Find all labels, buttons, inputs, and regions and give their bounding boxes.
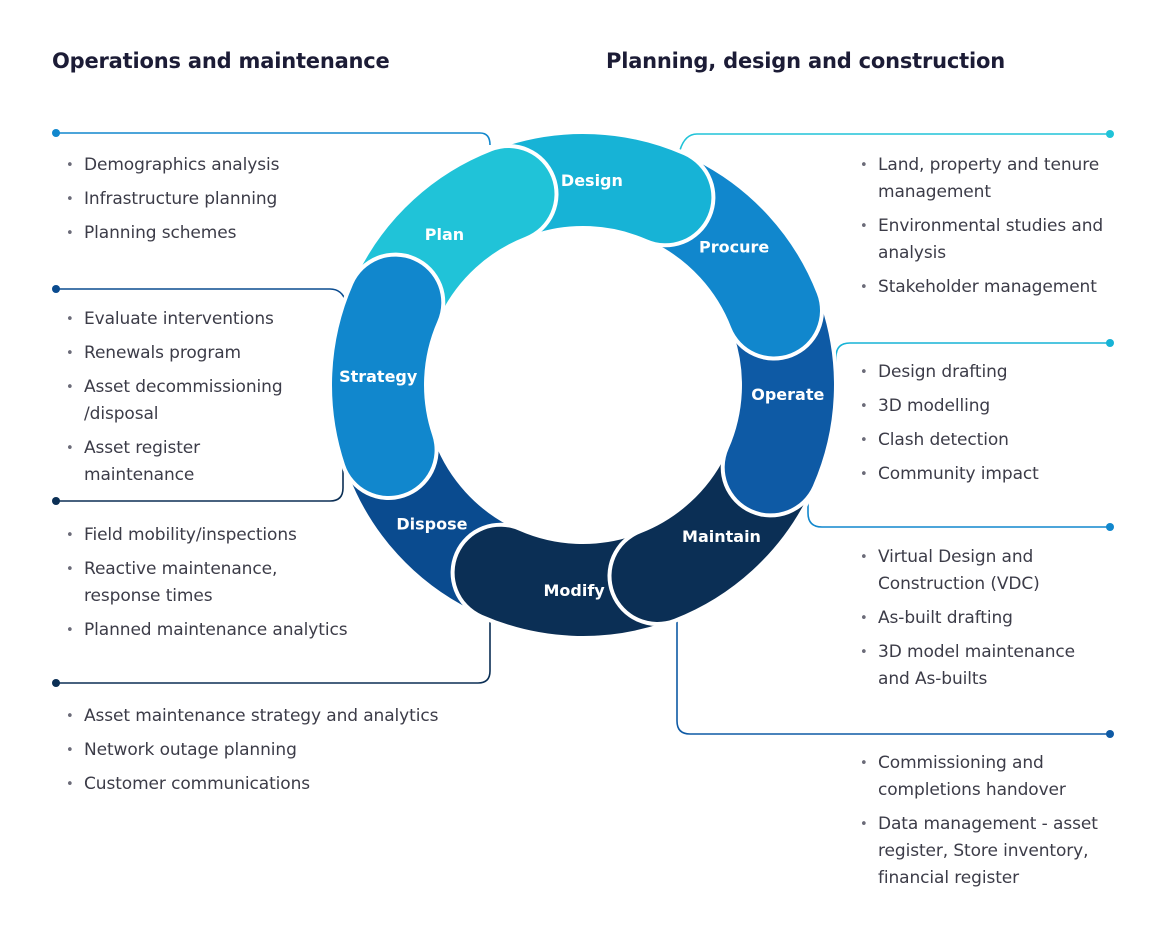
list-item: Stakeholder management	[860, 274, 1122, 301]
list-item: As-built drafting	[860, 605, 1100, 632]
connector-procure	[807, 486, 1110, 528]
segment-label-plan: Plan	[425, 225, 464, 244]
list-item: Environmental studies and analysis	[860, 213, 1122, 267]
connector-dot-procure	[1106, 523, 1114, 531]
segment-strategy	[332, 256, 442, 496]
list-item: Evaluate interventions	[66, 306, 306, 333]
list-item: Data management - asset register, Store …	[860, 811, 1125, 892]
list-item: Asset register maintenance	[66, 435, 306, 489]
list-item: Planning schemes	[66, 220, 366, 247]
connector-plan	[679, 133, 1110, 151]
connector-dot-plan	[1106, 130, 1114, 138]
list-item: Customer communications	[66, 771, 486, 798]
list-procure: Virtual Design and Construction (VDC) As…	[860, 544, 1100, 700]
connector-dot-strategy	[52, 129, 60, 137]
connector-dot-modify	[52, 497, 60, 505]
connector-dot-operate	[1106, 730, 1114, 738]
list-item: Field mobility/inspections	[66, 522, 356, 549]
list-item: Reactive maintenance, response times	[66, 556, 304, 610]
connector-dot-maintain	[52, 679, 60, 687]
connector-dot-dispose	[52, 285, 60, 293]
list-item: Planned maintenance analytics	[66, 617, 356, 644]
list-item: Commissioning and completions handover	[860, 750, 1078, 804]
list-item: Virtual Design and Construction (VDC)	[860, 544, 1100, 598]
list-dispose: Evaluate interventions Renewals program …	[66, 306, 306, 496]
segment-label-maintain: Maintain	[682, 527, 761, 546]
list-modify: Field mobility/inspections Reactive main…	[66, 522, 356, 651]
list-maintain: Asset maintenance strategy and analytics…	[66, 703, 486, 805]
list-item: Demographics analysis	[66, 152, 366, 179]
heading-operations-maintenance: Operations and maintenance	[52, 49, 390, 73]
connector-modify	[56, 462, 344, 502]
connector-dispose	[56, 288, 347, 303]
connector-dot-design	[1106, 339, 1114, 347]
list-item: Network outage planning	[66, 737, 486, 764]
segment-label-procure: Procure	[699, 238, 769, 257]
list-item: Clash detection	[860, 427, 1122, 454]
list-item: 3D modelling	[860, 393, 1122, 420]
segment-label-operate: Operate	[751, 385, 824, 404]
list-strategy: Demographics analysis Infrastructure pla…	[66, 152, 366, 254]
connector-strategy	[56, 132, 491, 146]
lifecycle-ring	[328, 130, 838, 640]
list-item: Infrastructure planning	[66, 186, 366, 213]
segment-label-design: Design	[561, 171, 623, 190]
lifecycle-labels: Strategy Plan DesignProcureOperateMaintain…	[339, 171, 824, 600]
list-plan: Land, property and tenure management Env…	[860, 152, 1122, 308]
list-item: Community impact	[860, 461, 1122, 488]
segment-label-strategy: Strategy	[339, 367, 418, 386]
list-design: Design drafting 3D modelling Clash detec…	[860, 359, 1122, 495]
heading-planning-design-construction: Planning, design and construction	[606, 49, 1005, 73]
list-operate: Commissioning and completions handover D…	[860, 750, 1125, 899]
list-item: Asset decommissioning /disposal	[66, 374, 306, 428]
segment-label-dispose: Dispose	[396, 515, 467, 534]
connector-maintain	[56, 622, 491, 684]
list-item: Renewals program	[66, 340, 306, 367]
list-item: Land, property and tenure management	[860, 152, 1122, 206]
list-item: 3D model maintenance and As-builts	[860, 639, 1100, 693]
list-item: Asset maintenance strategy and analytics	[66, 703, 486, 730]
connector-operate	[676, 620, 1110, 735]
segment-label-modify: Modify	[543, 581, 605, 600]
list-item: Design drafting	[860, 359, 1122, 386]
